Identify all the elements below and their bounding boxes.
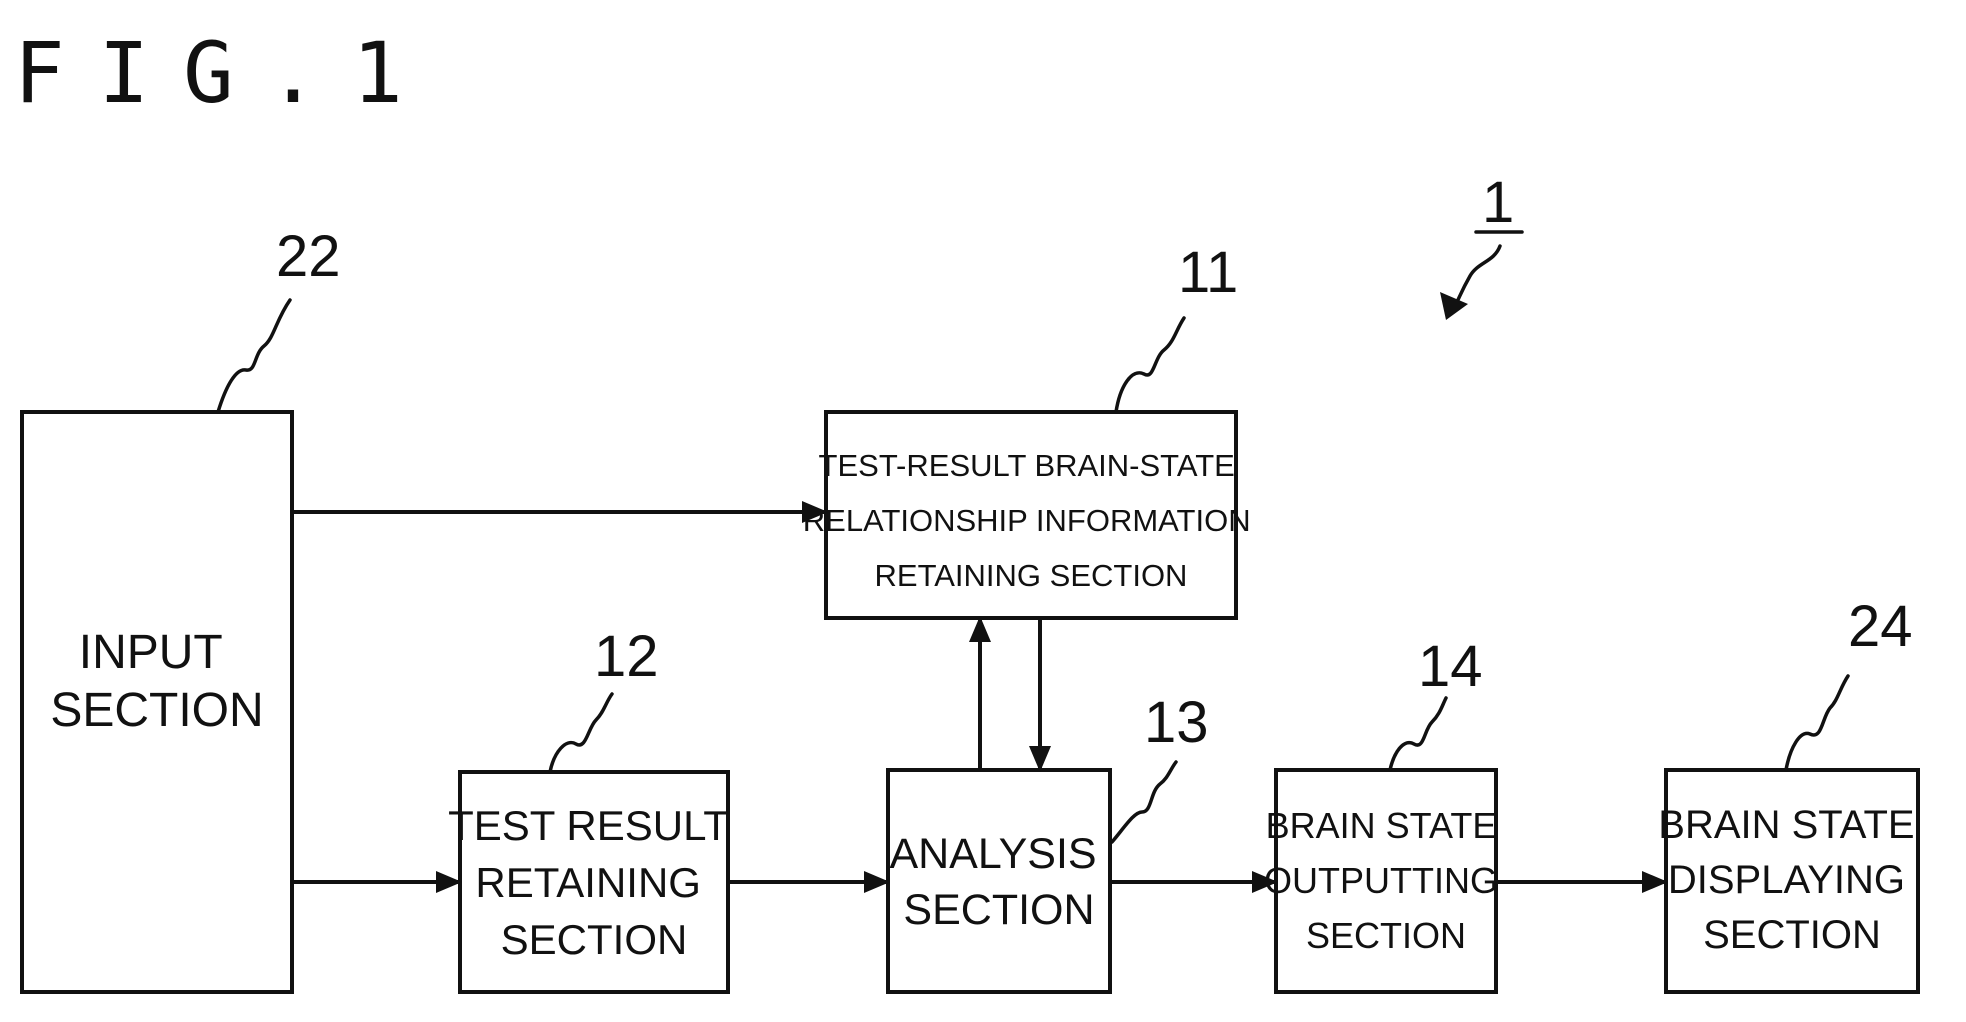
input-section-block: INPUT SECTION <box>22 412 292 992</box>
leader-22 <box>218 300 290 412</box>
leader-11 <box>1116 318 1184 412</box>
ref-numeral-13: 13 <box>1144 690 1209 755</box>
figure-title: FIG.1 <box>14 24 437 122</box>
leader-14 <box>1390 698 1446 770</box>
ref-numeral-11: 11 <box>1178 240 1238 305</box>
leader-12 <box>550 694 612 772</box>
leader-24 <box>1786 676 1848 770</box>
ref-numeral-24: 24 <box>1848 594 1913 659</box>
analysis-block: ANALYSIS SECTION <box>888 770 1110 992</box>
leader-13 <box>1112 762 1176 842</box>
ref-numeral-12: 12 <box>594 624 659 689</box>
system-ref-arrowhead <box>1440 292 1468 320</box>
displaying-block: BRAIN STATE DISPLAYING SECTION <box>1658 770 1925 992</box>
system-ref-numeral: 1 <box>1482 170 1514 235</box>
relationship-info-block: TEST-RESULT BRAIN-STATE RELATIONSHIP INF… <box>803 412 1259 618</box>
test-result-block: TEST RESULT RETAINING SECTION <box>448 772 740 992</box>
outputting-block: BRAIN STATE OUTPUTTING SECTION <box>1264 770 1508 992</box>
system-ref-leader <box>1456 246 1500 304</box>
ref-numeral-22: 22 <box>276 224 341 289</box>
ref-numeral-14: 14 <box>1418 634 1483 699</box>
analysis-box <box>888 770 1110 992</box>
